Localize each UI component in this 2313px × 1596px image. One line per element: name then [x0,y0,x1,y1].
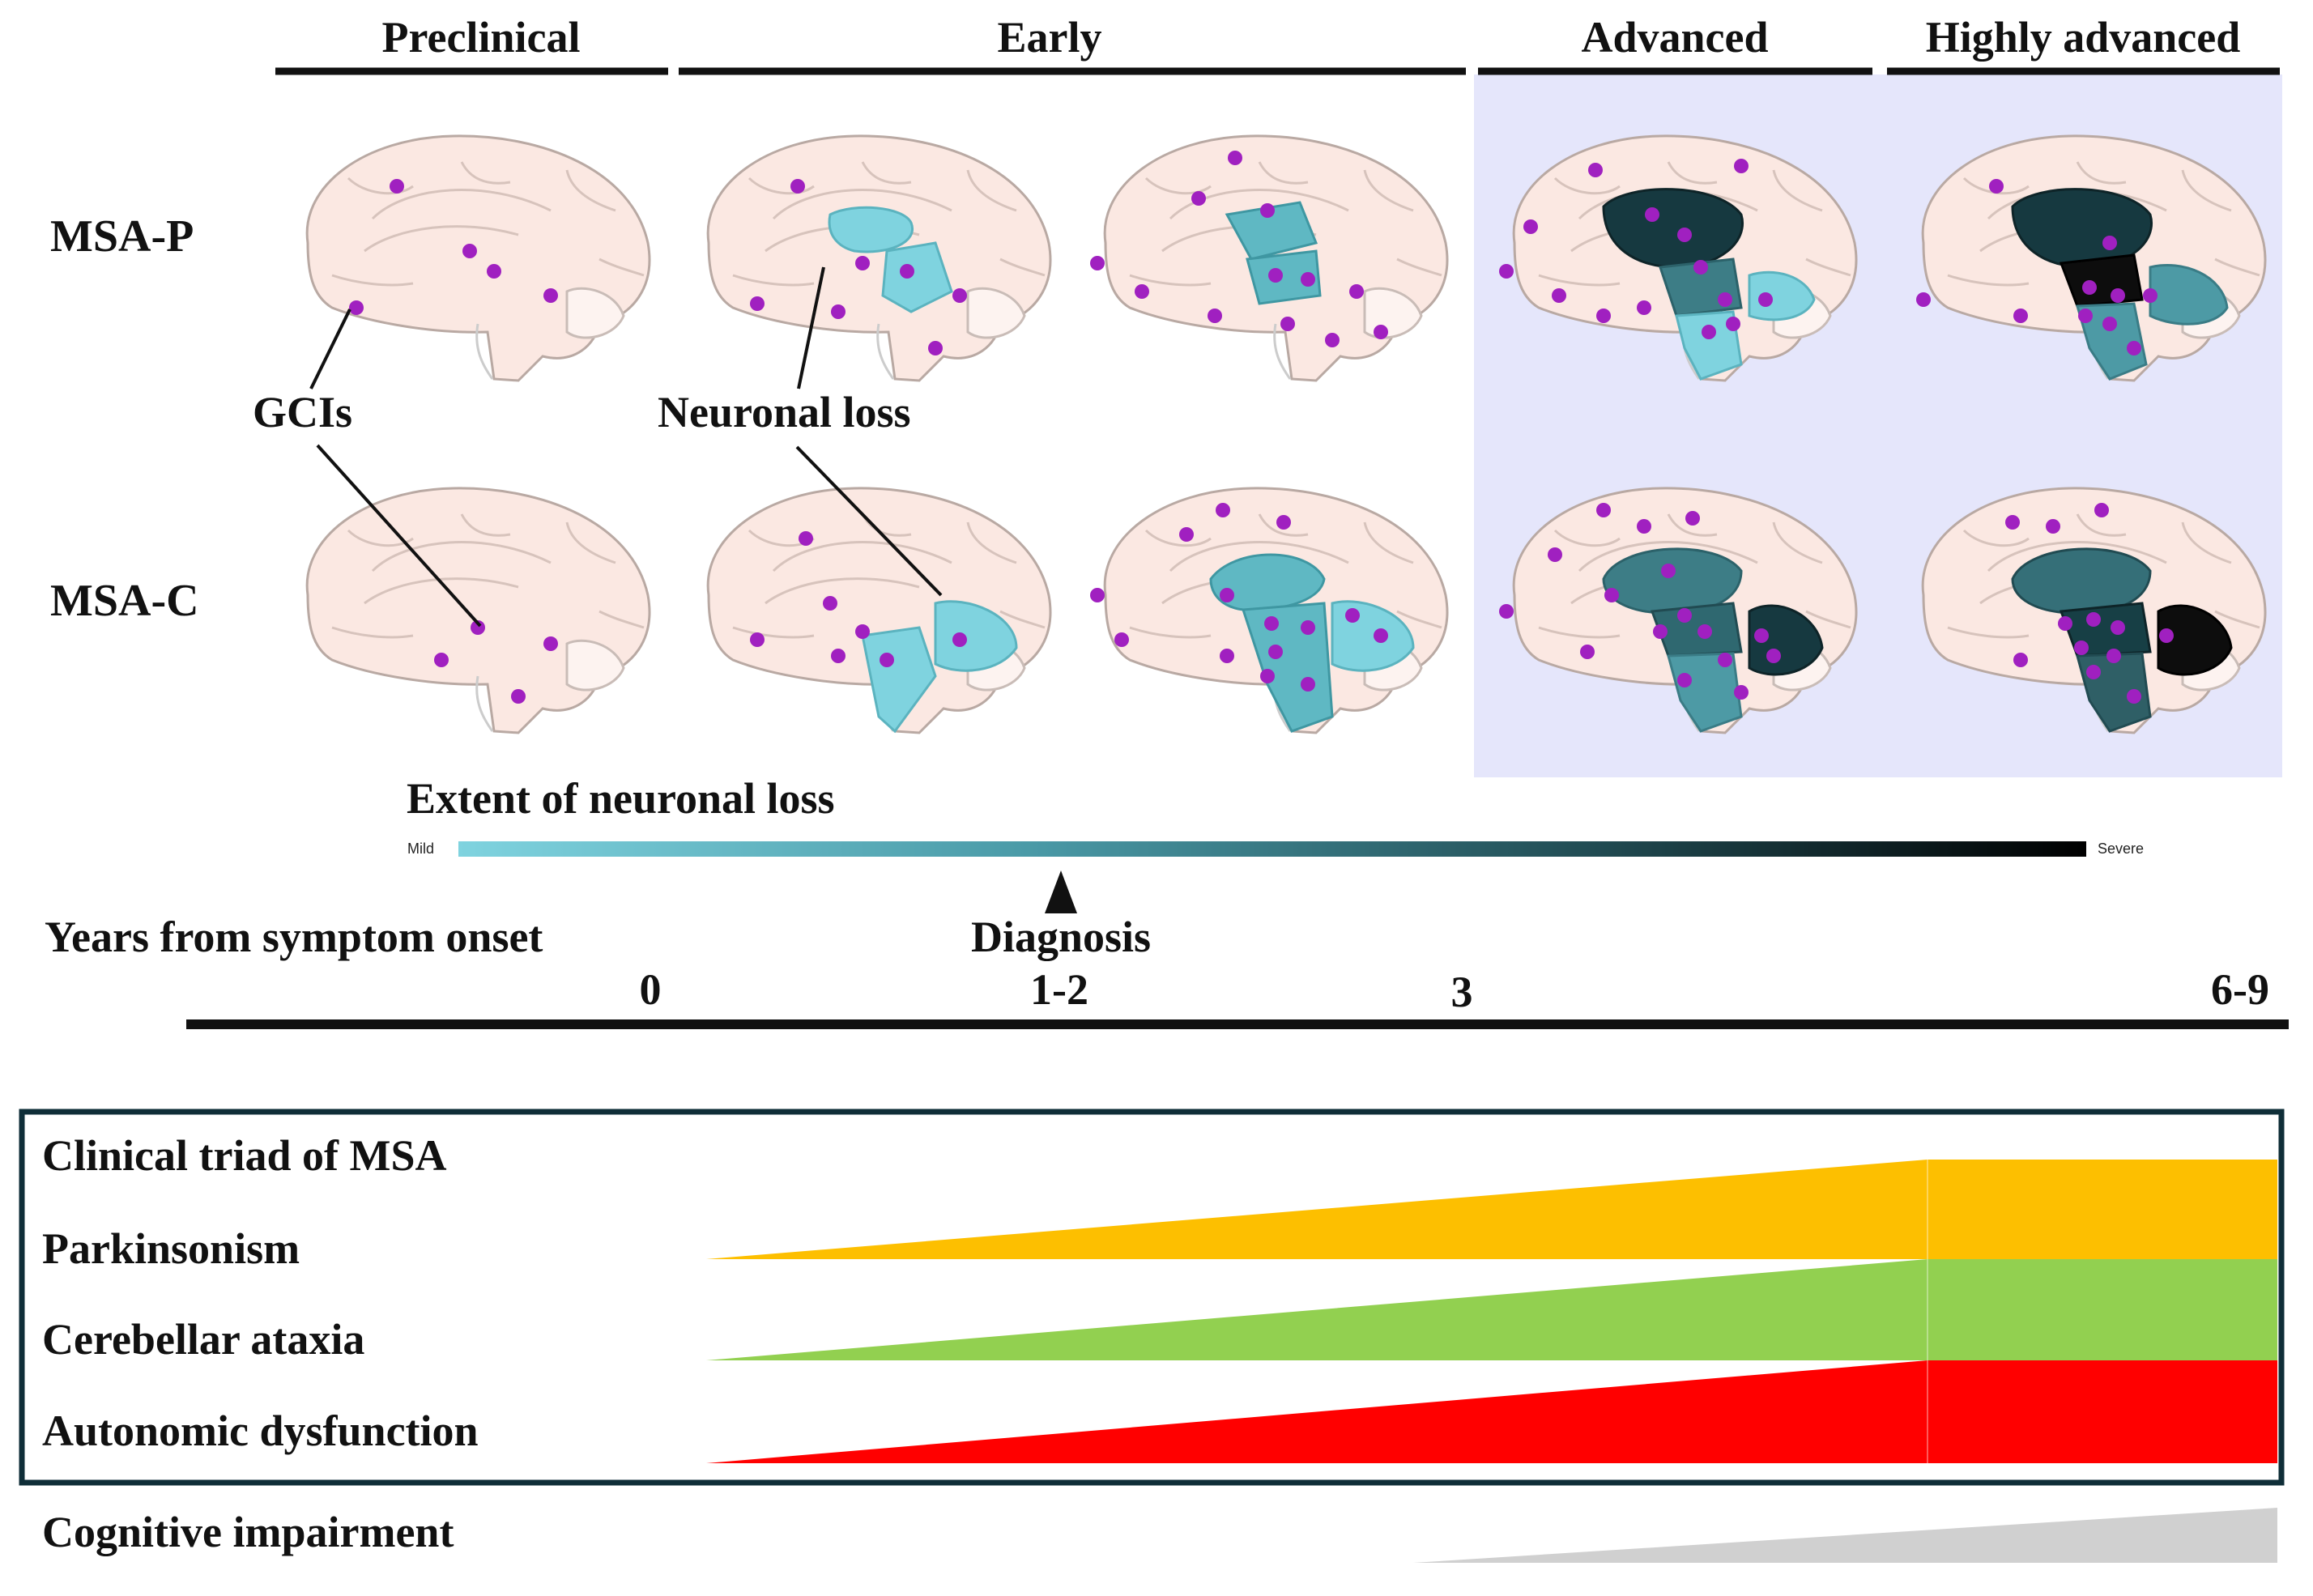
brain-msa-c-early-2 [1090,487,1449,734]
scale-title: Extent of neuronal loss [407,774,835,823]
row-label-msa-c: MSA-C [50,576,199,626]
row-label-msa-p: MSA-P [50,211,194,262]
brain-msa-p-early-2 [1090,134,1449,382]
diagnosis-arrow-icon [1045,870,1077,913]
timeline-tick-3: 3 [1451,968,1473,1016]
timeline-tick-6-9: 6-9 [2211,965,2269,1014]
neuronal-loss-leader-top [797,266,825,389]
stage-early-label: Early [998,13,1102,62]
brain-msa-c-early-1 [706,487,1052,734]
scale-mild-label: Mild [407,841,434,857]
diagnosis-label: Diagnosis [971,913,1151,961]
cognitive-impairment-wedge [1413,1508,2277,1563]
scale-severe-label: Severe [2098,841,2144,857]
brain-msa-c-preclinical [305,487,651,734]
parkinsonism-wedge [706,1160,2277,1259]
cerebellar-ataxia-wedge [706,1259,2277,1360]
brain-msa-p-highly-advanced [1916,134,2267,382]
brain-msa-c-highly-advanced [1921,487,2267,734]
neuronal-loss-gradient-bar [458,841,2086,857]
callout-gcis: GCIs [253,388,352,436]
brain-msa-c-advanced [1499,487,1858,734]
callout-neuronal-loss: Neuronal loss [658,388,911,436]
parkinsonism-label: Parkinsonism [42,1224,300,1273]
stage-highly-advanced-label: Highly advanced [1926,13,2241,62]
gcis-leader-bottom [316,444,482,628]
brain-msa-p-preclinical [305,134,651,382]
stage-preclinical-label: Preclinical [382,13,581,62]
autonomic-dysfunction-label: Autonomic dysfunction [42,1407,479,1455]
clinical-triad-title: Clinical triad of MSA [42,1131,446,1180]
brain-msa-p-early-1 [706,134,1052,382]
timeline-title: Years from symptom onset [45,913,543,961]
gcis-leader-top [309,309,351,389]
cognitive-impairment-label: Cognitive impairment [42,1508,454,1556]
timeline-tick-0: 0 [640,965,662,1014]
autonomic-dysfunction-wedge [706,1360,2277,1463]
brain-msa-p-advanced [1499,134,1858,382]
stage-advanced-label: Advanced [1581,13,1768,62]
neuronal-loss-leader-bottom [795,445,943,597]
cerebellar-ataxia-label: Cerebellar ataxia [42,1315,364,1364]
timeline-tick-1-2: 1-2 [1030,965,1088,1014]
